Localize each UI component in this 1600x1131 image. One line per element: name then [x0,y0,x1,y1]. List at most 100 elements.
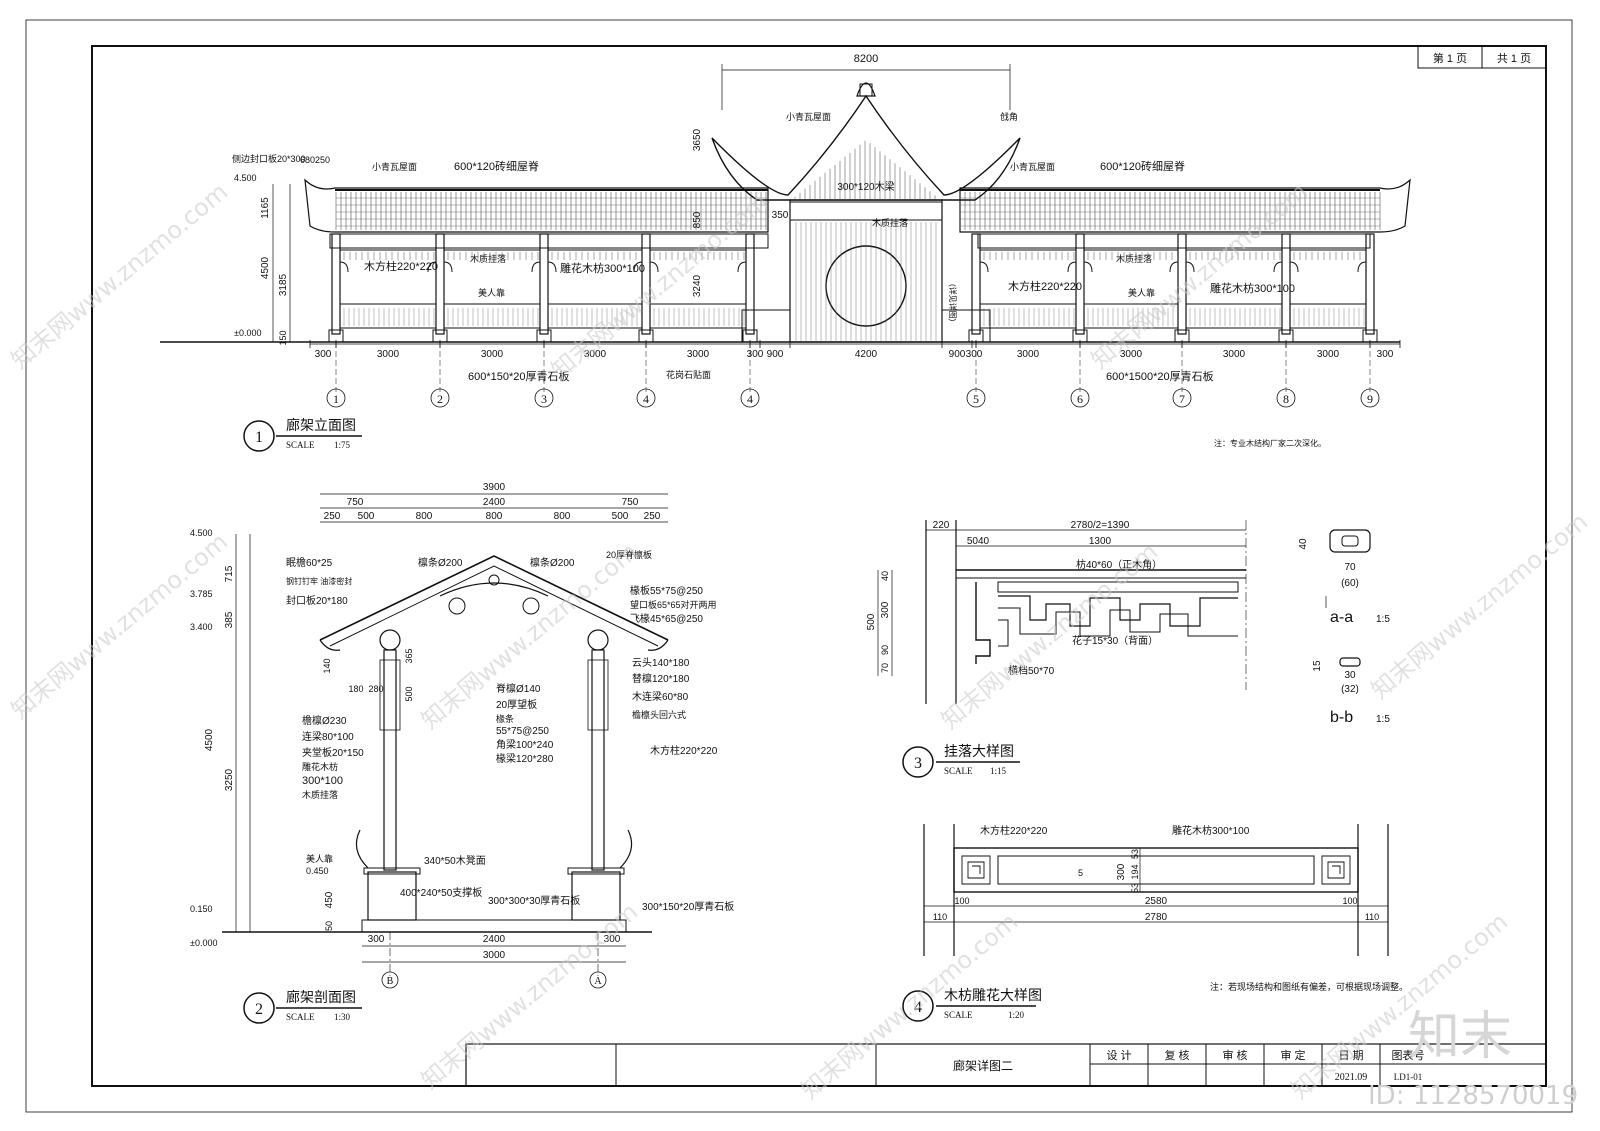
hanging-frame [339,249,437,273]
bb-dim-32: (32) [1341,684,1359,695]
lbl-roof-tile-l: 小青瓦屋面 [372,161,417,172]
tb-date-label: 日 期 [1338,1049,1363,1062]
lbl-carved-l: 雕花木枋300*100 [560,261,645,275]
elevation-column [1177,233,1187,335]
lbl-bench-r: 美人靠 [1128,287,1155,298]
elev-note: 注：专业木结构厂家二次深化。 [1214,438,1326,448]
carved-note: 注：若现场结构和图纸有偏差，可根据现场调整。 [1210,981,1408,992]
watermark-7: 知末网www.znzmo.com [1366,508,1593,705]
bb-dim-15: 15 [1312,660,1323,672]
bench-rail [1185,303,1283,329]
carved-dim-2580: 2580 [1145,896,1168,907]
hanging-frame [979,249,1077,273]
elev-overall-dim: 8200 [854,53,878,65]
sec-h-50: 50 [324,921,334,931]
elev-h-850: 850 [692,211,703,228]
elev-scale: 1:75 [334,440,351,450]
sec-lbl-b0: 340*50木凳面 [424,855,486,867]
hang-dim-5040: 5040 [967,536,990,547]
elev-h-3240: 3240 [692,274,703,297]
lbl-roof-tile-r: 小青瓦屋面 [1010,161,1055,172]
sec-axis-a: A [594,976,602,987]
carved-dim-2780: 2780 [1145,912,1168,923]
sec-bdim-3000: 3000 [483,950,506,961]
elevation-column [745,233,755,335]
sec-lbl-l3: 檐檩Ø230 [302,714,347,727]
elevation-details [328,140,1381,392]
sec-lbl-l2: 封口板20*180 [286,594,348,607]
carved-dim-194: 194 [1130,864,1140,879]
hanging-frame [1185,249,1283,273]
lbl-post-l: 木方柱220*220 [364,259,438,273]
axis-label: 3 [541,392,547,406]
bay-dim-label: 300 [315,349,332,360]
hang-dim-220: 220 [933,520,950,531]
sec-dim-500l: 500 [358,511,375,522]
bench-rail [339,303,437,329]
carved-dim-100l: 100 [954,896,969,906]
brand-watermark: 知末 [1408,1007,1512,1067]
axis-bubble [636,388,656,408]
hanging-frame [1289,249,1367,273]
sec-lbl-l9: 美人靠 [306,853,333,864]
carved-scale: 1:20 [1008,1010,1025,1020]
hang-dim-70: 70 [880,663,890,673]
elev-h-4500: 4500 [260,256,271,279]
lbl-hanging-r: 木质挂落 [1116,253,1152,264]
lbl-eave-dims: 680250 [300,155,330,165]
carved-scale-label: SCALE [944,1010,973,1020]
sec-h-4500: 4500 [204,728,215,751]
elevation-column [539,233,549,335]
elev-h-350: 350 [772,210,789,221]
section-title: 2 廊架剖面图 SCALE 1:30 [243,989,362,1024]
tb-review: 审 核 [1222,1048,1247,1062]
sec-dim-750l: 750 [347,497,364,508]
axis-label: 9 [1367,392,1373,406]
lbl-beam-c: 300*120木梁 [837,180,894,193]
axis-label: 4 [747,392,753,406]
lbl-stone-r: 600*1500*20厚青石板 [1106,369,1214,383]
sec-dim-800c: 800 [554,511,571,522]
watermark-2: 知末网www.znzmo.com [546,188,773,385]
elevation-column [971,233,981,335]
axis-label: 4 [643,392,649,406]
axis-bubble [740,388,760,408]
axis-label: 2 [437,392,443,406]
sec-lvl-4500: 4.500 [190,528,213,538]
sec-lvl-3400: 3.400 [190,622,213,632]
carved-lbl-beam: 雕花木枋300*100 [1172,824,1250,837]
sec-lbl-t2: 20厚脊檩板 [606,549,652,560]
sec-dim-500r: 500 [612,511,629,522]
aa-scale: 1:5 [1376,614,1390,625]
section-view [222,493,669,976]
lbl-bench-l: 美人靠 [478,287,505,298]
bay-dim-label: 4200 [855,349,878,360]
drawing-title: 廊架详图二 [953,1058,1013,1073]
sec-h-500: 500 [404,686,414,701]
sec-lvl-0450: 0.450 [306,866,329,876]
carved-dims: 木方柱220*220 雕花木枋300*100 300 53 194 53 5 1… [933,824,1408,992]
sec-dim-250l: 250 [324,511,341,522]
bench-rail [649,303,747,329]
elevation-column [641,233,651,335]
bench-rail [1083,303,1179,329]
sec-lbl-r6: 檐檩头回六式 [632,709,686,720]
sec-h-280: 280 [368,684,383,694]
elevation-column [1365,233,1375,335]
elevation-column [1281,233,1291,335]
hang-scale: 1:15 [990,766,1007,776]
bay-dim-label: 3000 [1223,349,1246,360]
tb-drawing-no: LD1-01 [1394,1072,1423,1082]
id-watermark: ID: 1128570019 [1368,1081,1578,1111]
bb-dim-30: 30 [1344,670,1356,681]
axis-bubble [534,388,554,408]
bay-dim-label: 300 [747,349,764,360]
sec-dim-250r: 250 [644,511,661,522]
elev-h-3650: 3650 [692,128,703,151]
bay-dim-label: 3000 [1120,349,1143,360]
hang-lbl-0: 枋40*60（正木角） [1076,558,1162,571]
elev-scale-label: SCALE [286,440,315,450]
axis-label: 5 [973,392,979,406]
